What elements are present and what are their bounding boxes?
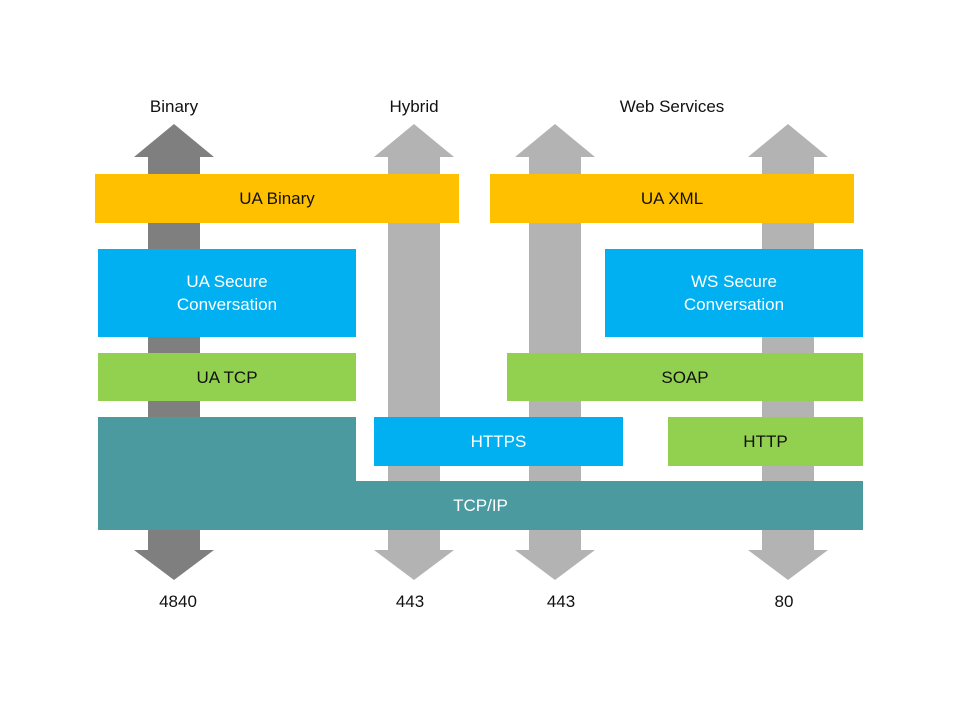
ua-secure-conversation-layer: UA Secure Conversation (98, 249, 356, 337)
port-binary: 4840 (159, 592, 197, 611)
ua-xml-layer: UA XML (490, 174, 854, 223)
https-layer: HTTPS (374, 417, 623, 466)
ws-http-arrow (748, 124, 828, 580)
ua-binary-layer: UA Binary (95, 174, 459, 223)
ws-https-arrow (515, 124, 595, 580)
hybrid-arrow (374, 124, 454, 580)
soap-layer: SOAP (507, 353, 863, 401)
port-ws-http: 80 (774, 592, 794, 611)
http-layer: HTTP (668, 417, 863, 466)
port-ws-https: 443 (546, 592, 576, 611)
ws-secure-conversation-layer: WS Secure Conversation (605, 249, 863, 337)
ua-tcp-layer: UA TCP (98, 353, 356, 401)
port-hybrid: 443 (395, 592, 425, 611)
hybrid-header: Hybrid (389, 97, 439, 116)
tcp-ip-label: TCP/IP (453, 496, 508, 515)
tcp-ip-layer (98, 417, 863, 530)
web-services-header: Web Services (619, 97, 725, 116)
binary-header: Binary (149, 97, 199, 116)
